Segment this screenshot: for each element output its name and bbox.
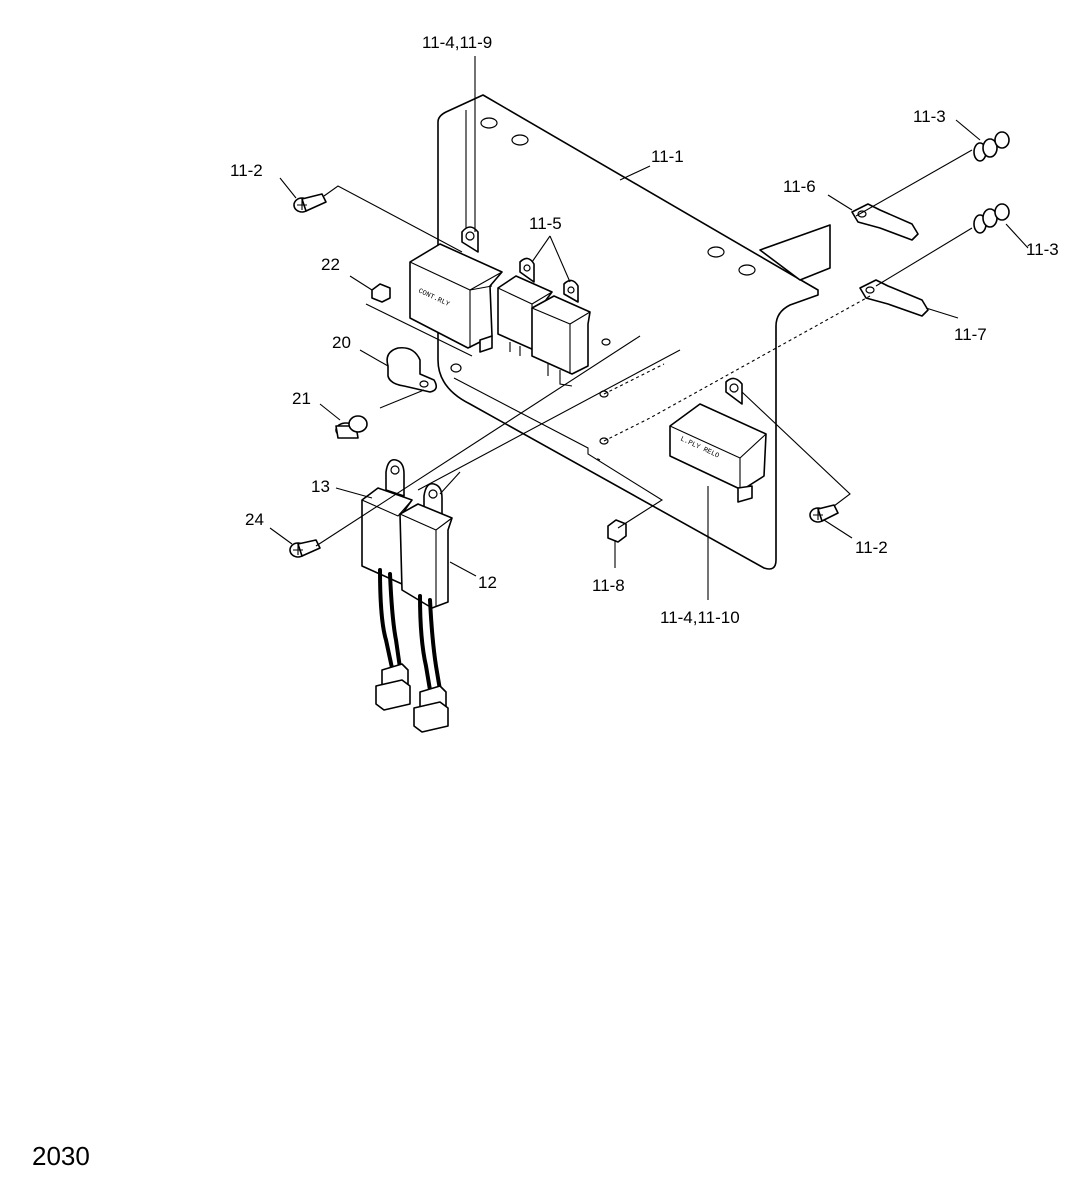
callout-13: 13 — [311, 477, 330, 496]
assembly-lines — [315, 149, 973, 547]
callout-21: 21 — [292, 389, 311, 408]
plate-hole — [601, 338, 611, 346]
terminal-plate-11-6 — [851, 203, 919, 241]
plate-hole — [707, 246, 725, 258]
wire-12 — [428, 598, 442, 692]
bracket-flange — [759, 224, 831, 281]
screw-11-3-bottom — [973, 203, 1010, 234]
plate-hole — [480, 117, 498, 129]
callout-11-2-bottom: 11-2 — [855, 538, 888, 557]
nut-11-8 — [607, 519, 627, 543]
leader-lines — [269, 56, 1029, 600]
callout-11-3-bottom: 11-3 — [1026, 240, 1059, 259]
terminal-plate-11-7 — [859, 279, 929, 317]
wire-13 — [378, 568, 394, 670]
callout-24: 24 — [245, 510, 264, 529]
plate-hole — [738, 264, 756, 276]
callout-11-5: 11-5 — [529, 214, 562, 233]
callout-11-2-top: 11-2 — [230, 161, 263, 180]
callout-11-4-11-9: 11-4,11-9 — [422, 33, 492, 52]
plate-hole — [450, 363, 462, 373]
screw-11-3-top — [973, 131, 1010, 162]
callout-11-7: 11-7 — [954, 325, 987, 344]
callout-12: 12 — [478, 573, 497, 592]
relay-11-10: L.PLY RELO — [669, 377, 767, 503]
screw-11-2-bottom — [809, 504, 839, 523]
connector-13 — [375, 663, 411, 711]
page-number: 2030 — [32, 1141, 90, 1171]
resistor-12 — [399, 482, 453, 609]
relay-11-9: CONT.RLY — [409, 226, 503, 353]
screw-11-2-top — [293, 193, 327, 213]
bolt-21 — [335, 415, 368, 439]
wire-13 — [388, 572, 402, 670]
callout-22: 22 — [321, 255, 340, 274]
connector-12 — [413, 685, 449, 733]
callout-11-1: 11-1 — [651, 147, 684, 166]
wire-12 — [418, 594, 432, 692]
resistor-13 — [361, 458, 413, 585]
relay-11-5-b — [531, 279, 591, 387]
clamp-20 — [386, 346, 438, 393]
callout-11-6: 11-6 — [783, 177, 816, 196]
plate-hole — [511, 134, 529, 146]
callout-20: 20 — [332, 333, 351, 352]
bracket-plate — [437, 94, 819, 570]
callout-11-8: 11-8 — [592, 576, 625, 595]
nut-22 — [371, 283, 391, 303]
callout-11-3-top: 11-3 — [913, 107, 946, 126]
screw-24 — [289, 539, 321, 558]
callout-11-4-11-10: 11-4,11-10 — [660, 608, 740, 627]
